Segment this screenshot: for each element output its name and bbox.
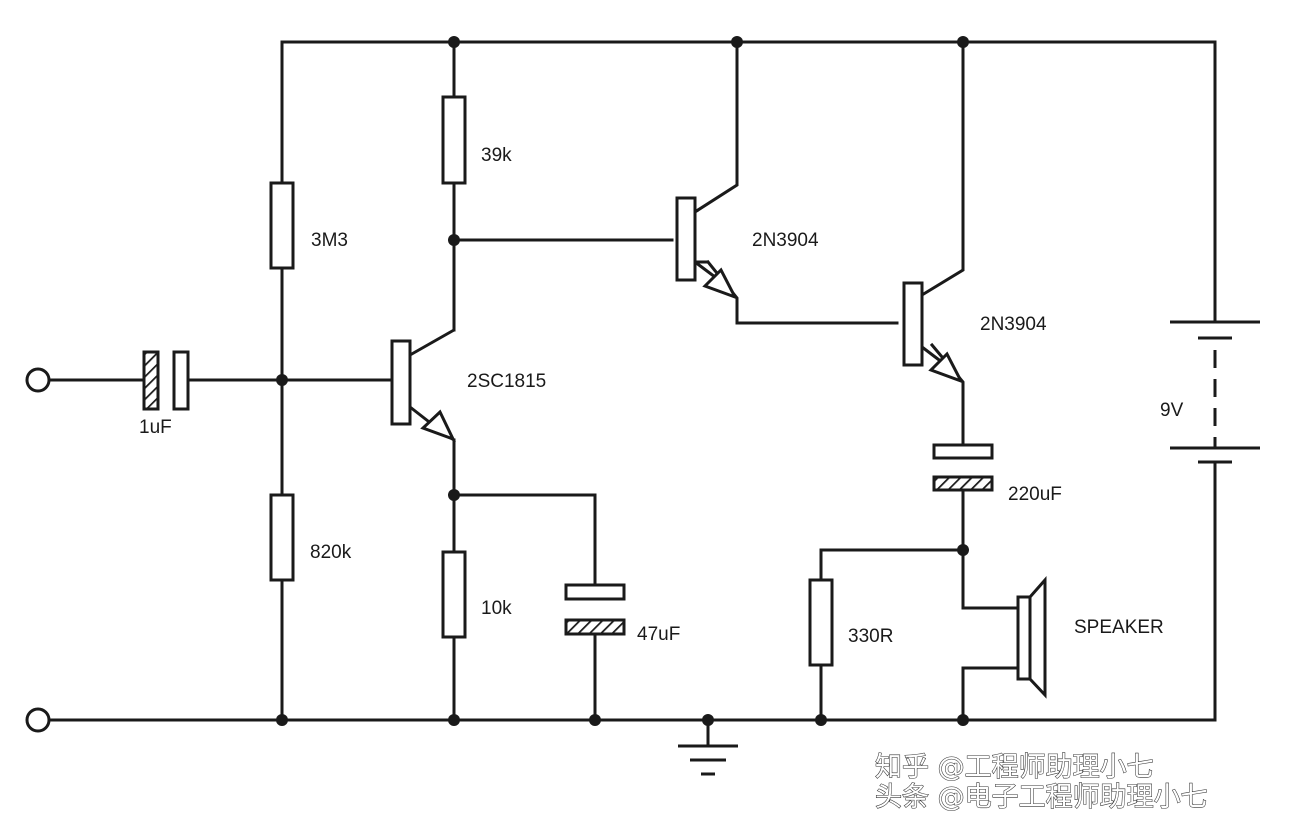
- ground-symbol: [678, 744, 738, 776]
- top-rail-wire: [280, 40, 1217, 324]
- input-terminals: [25, 367, 51, 733]
- label-220uf: 220uF: [1008, 484, 1062, 505]
- resistor-820k: [269, 493, 295, 582]
- label-1uf: 1uF: [139, 417, 172, 438]
- resistor-330r: [808, 578, 834, 667]
- speaker-cone-icon: [1028, 576, 1047, 699]
- label-battery: 9V: [1160, 400, 1184, 421]
- label-3m3: 3M3: [311, 230, 348, 251]
- resistors: [269, 95, 834, 667]
- label-10k: 10k: [481, 598, 512, 619]
- resistor-3m3: [269, 181, 295, 270]
- watermark: 知乎 @工程师助理小七 头条 @电子工程师助理小七: [874, 751, 1208, 813]
- transistor-q1: [390, 328, 456, 442]
- battery-9v: [1170, 320, 1260, 464]
- label-speaker: SPEAKER: [1074, 617, 1164, 638]
- wires: [48, 40, 1217, 748]
- capacitor-220uf: [932, 443, 994, 492]
- label-q1: 2SC1815: [467, 371, 546, 392]
- transistor-q2: [675, 196, 739, 300]
- input-terminal-signal: [25, 367, 51, 393]
- emitter-arrow-icon: [702, 267, 739, 300]
- resistor-39k: [441, 95, 467, 185]
- label-39k: 39k: [481, 145, 512, 166]
- emitter-arrow-icon: [928, 351, 965, 384]
- component-labels: 3M3 39k 820k 10k 330R 1uF 47uF 220uF 2SC…: [139, 145, 1184, 647]
- watermark-line-1: 知乎 @工程师助理小七: [875, 752, 1154, 783]
- emitter-arrow-icon: [420, 409, 456, 442]
- capacitor-1uf: [142, 350, 190, 411]
- junction-dots: [276, 36, 969, 726]
- speaker: [963, 576, 1047, 699]
- label-q2: 2N3904: [752, 230, 819, 251]
- label-47uf: 47uF: [637, 624, 680, 645]
- watermark-line-2: 头条 @电子工程师助理小七: [875, 782, 1208, 813]
- transistor-q3: [902, 281, 965, 384]
- label-330r: 330R: [848, 626, 893, 647]
- capacitor-47uf: [564, 583, 626, 636]
- label-q3: 2N3904: [980, 314, 1047, 335]
- resistor-10k: [441, 550, 467, 639]
- input-terminal-ground: [25, 707, 51, 733]
- label-820k: 820k: [310, 542, 352, 563]
